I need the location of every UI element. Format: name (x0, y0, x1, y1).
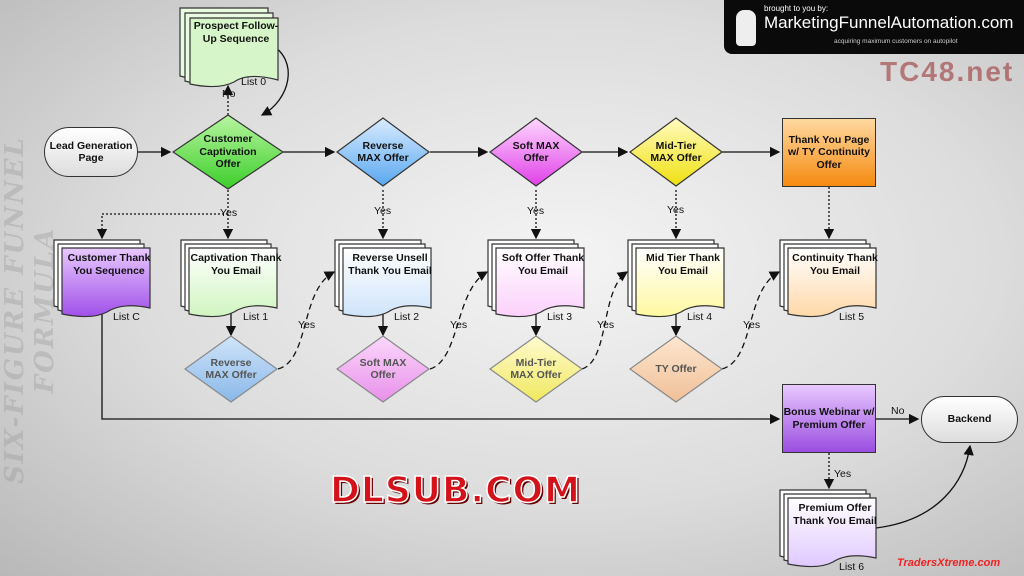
list-label: List 0 (241, 76, 267, 88)
node-label: Mid-Tier MAX Offer (510, 356, 562, 382)
node-label: Soft MAX Offer (359, 356, 407, 382)
yes-label: Yes (298, 319, 316, 331)
diamond-d_ty[interactable]: TY Offer (629, 335, 723, 403)
yes-label: Yes (220, 207, 238, 219)
node-label: Customer Captivation Offer (199, 133, 257, 171)
yes-label: Yes (667, 204, 685, 216)
list-label: List 1 (243, 311, 269, 323)
doc-capt_ty[interactable]: Captivation Thank You Email (179, 238, 283, 318)
dlsub-watermark: DLSUB.COM (329, 469, 581, 512)
doc-cust_ty[interactable]: Customer Thank You Sequence (52, 238, 156, 318)
diamond-soft_max[interactable]: Soft MAX Offer (489, 117, 583, 187)
diamond-midtier_max[interactable]: Mid-Tier MAX Offer (629, 117, 723, 187)
diamond-captivation[interactable]: Customer Captivation Offer (172, 114, 284, 190)
list-label: List 2 (394, 311, 420, 323)
node-label: TY Offer (655, 362, 697, 375)
node-label: Mid-Tier MAX Offer (650, 139, 702, 165)
doc-soft_ty[interactable]: Soft Offer Thank You Email (486, 238, 590, 318)
bust-icon (736, 10, 756, 46)
yes-label: Yes (527, 205, 545, 217)
node-label: Soft MAX Offer (512, 139, 560, 165)
node-label: Reverse MAX Offer (205, 356, 257, 382)
doc-rev_ty[interactable]: Reverse Unsell Thank You Email (333, 238, 437, 318)
lead-generation-page[interactable]: Lead Generation Page (44, 127, 138, 177)
logo-overlay-watermark: TC48.net (880, 56, 1015, 87)
node-label: Reverse Unsell Thank You Email (348, 252, 432, 277)
yes-label: Yes (450, 319, 468, 331)
yes-label: Yes (834, 468, 852, 480)
list-label: List 4 (687, 311, 713, 323)
prospect-followup-doc[interactable]: Prospect Follow-Up Sequence (178, 6, 284, 88)
footer-watermark: TradersXtreme.com (897, 557, 1001, 569)
list-label: List C (113, 311, 140, 323)
backend[interactable]: Backend (921, 396, 1018, 443)
yes-label: Yes (374, 205, 392, 217)
diamond-d_reverse[interactable]: Reverse MAX Offer (184, 335, 278, 403)
node-label: Premium Offer Thank You Email (793, 502, 877, 527)
marketing-funnel-automation-logo: brought to you by: MarketingFunnelAutoma… (724, 0, 1024, 54)
logo-byline: brought to you by: (764, 4, 829, 13)
node-label: Customer Thank You Sequence (67, 252, 151, 277)
list-label: List 3 (547, 311, 573, 323)
thank-you-page[interactable]: Thank You Page w/ TY Continuity Offer (782, 118, 876, 187)
logo-name: MarketingFunnelAutomation.com (764, 13, 1014, 32)
yes-label: Yes (743, 319, 761, 331)
node-label: Reverse MAX Offer (357, 139, 409, 165)
yes-label: Yes (597, 319, 615, 331)
list-label: List 6 (839, 561, 865, 573)
bonus-webinar[interactable]: Bonus Webinar w/ Premium Offer (782, 384, 876, 453)
doc-cont_ty[interactable]: Continuity Thank You Email (778, 238, 882, 318)
doc-mid_ty[interactable]: Mid Tier Thank You Email (626, 238, 730, 318)
list-label: List 5 (839, 311, 865, 323)
node-label: Prospect Follow-Up Sequence (193, 20, 279, 45)
node-label: Soft Offer Thank You Email (501, 252, 585, 277)
no-label: No (222, 88, 236, 100)
node-label: Mid Tier Thank You Email (646, 252, 720, 277)
diamond-d_soft[interactable]: Soft MAX Offer (336, 335, 430, 403)
logo-tagline: acquiring maximum customers on autopilot (834, 38, 958, 45)
diamond-d_mid[interactable]: Mid-Tier MAX Offer (489, 335, 583, 403)
node-label: Captivation Thank You Email (190, 252, 282, 277)
doc-premium_ty[interactable]: Premium Offer Thank You Email (778, 488, 882, 568)
diamond-reverse_max[interactable]: Reverse MAX Offer (336, 117, 430, 187)
node-label: Continuity Thank You Email (792, 252, 878, 277)
no-label: No (891, 405, 905, 417)
